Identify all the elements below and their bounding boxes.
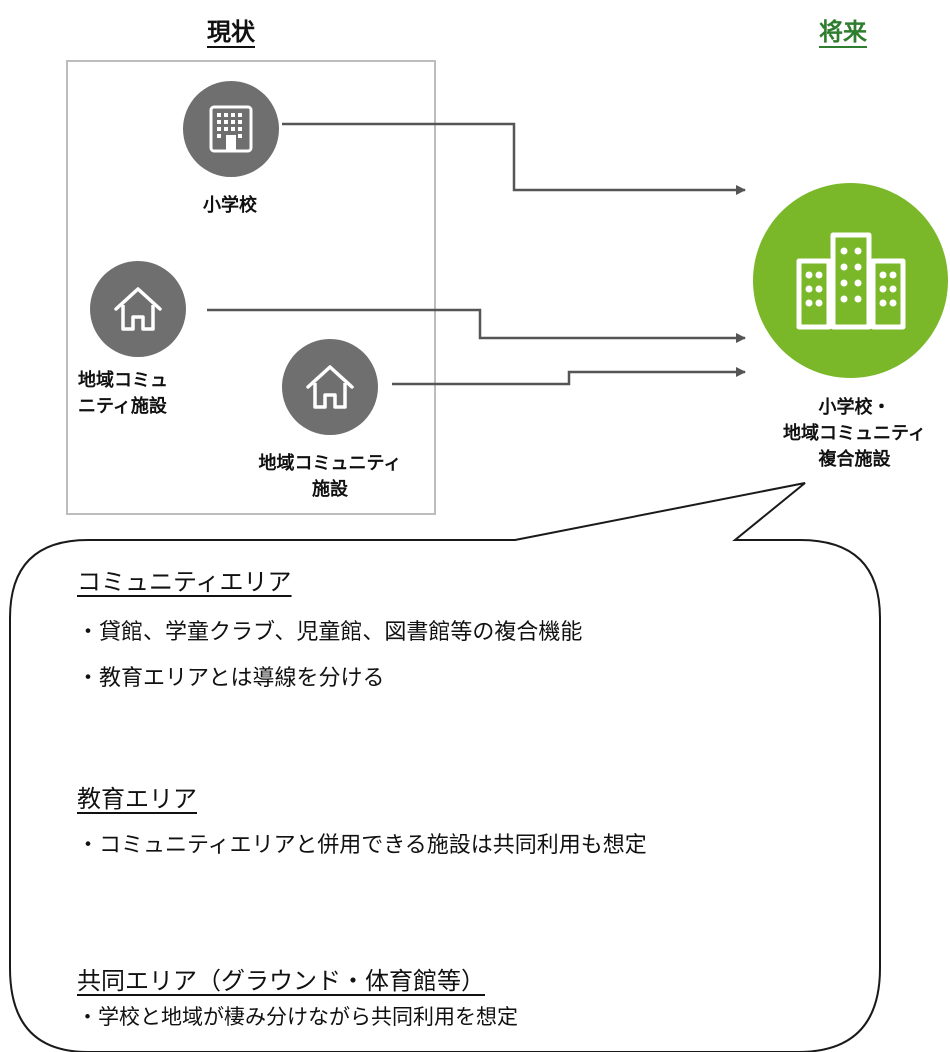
section-item: ・コミュニティエリアと併用できる施設は共同利用も想定 <box>77 833 647 858</box>
community1-circle <box>90 261 186 357</box>
section-title-community: コミュニティエリア <box>77 568 292 596</box>
house-icon <box>306 365 354 409</box>
school-circle <box>183 81 279 177</box>
school-building-icon <box>209 105 253 153</box>
current-frame <box>66 60 436 515</box>
section-title-education: 教育エリア <box>77 785 197 813</box>
community1-label: 地域コミュ ニティ施設 <box>78 370 168 417</box>
future-heading: 将来 <box>819 18 867 46</box>
future-label: 小学校・ 地域コミュニティ 複合施設 <box>783 397 926 470</box>
house-icon <box>114 287 162 331</box>
future-circle <box>753 183 948 378</box>
school-label: 小学校 <box>203 195 257 216</box>
community2-circle <box>282 339 378 435</box>
apartment-buildings-icon <box>796 232 905 329</box>
arrow-community2 <box>392 367 746 386</box>
section-title-shared: 共同エリア（グラウンド・体育館等） <box>77 967 485 995</box>
arrow-school <box>282 122 746 195</box>
section-item: ・学校と地域が棲み分けながら共同利用を想定 <box>77 1005 518 1029</box>
community2-label: 地域コミュニティ 施設 <box>258 453 402 500</box>
arrow-community1 <box>207 308 746 343</box>
section-item: ・貸館、学童クラブ、児童館、図書館等の複合機能 <box>77 620 583 645</box>
current-heading: 現状 <box>207 18 255 46</box>
section-item: ・教育エリアとは導線を分ける <box>77 666 385 691</box>
